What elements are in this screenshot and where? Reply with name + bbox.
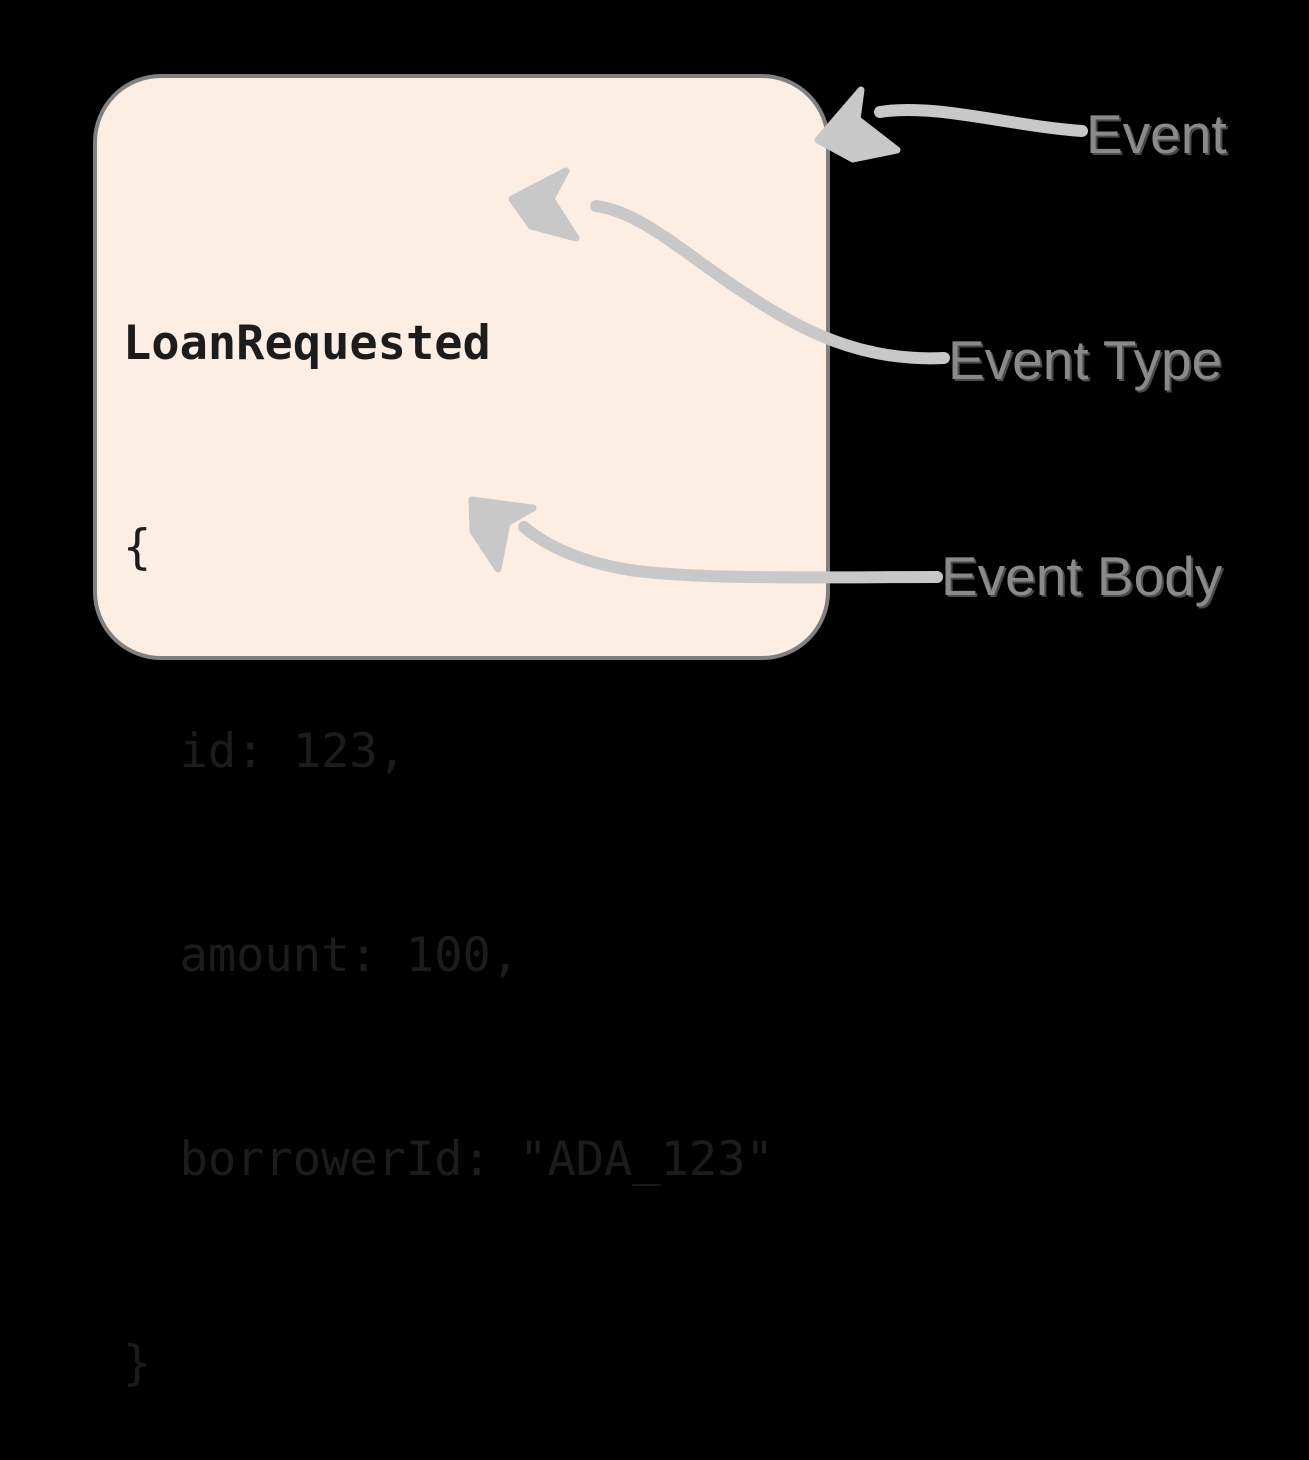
event-card-text: LoanRequested { id: 123, amount: 100, bo…: [123, 174, 826, 1460]
diagram-canvas: LoanRequested { id: 123, amount: 100, bo…: [93, 74, 1227, 1391]
event-body-close-brace: }: [123, 1336, 152, 1391]
callout-label-event-type: Event Type: [948, 329, 1223, 391]
event-arrow: [814, 86, 1088, 163]
callout-label-event-body: Event Body: [941, 545, 1223, 607]
event-type-text: LoanRequested: [123, 316, 491, 371]
event-body-field-borrower-id: borrowerId: "ADA_123": [123, 1132, 774, 1187]
event-card: LoanRequested { id: 123, amount: 100, bo…: [93, 74, 830, 1391]
callout-label-event: Event: [1086, 103, 1227, 165]
event-body-field-amount: amount: 100,: [123, 928, 520, 983]
event-body-field-id: id: 123,: [123, 724, 406, 779]
event-body-open-brace: {: [123, 520, 152, 575]
